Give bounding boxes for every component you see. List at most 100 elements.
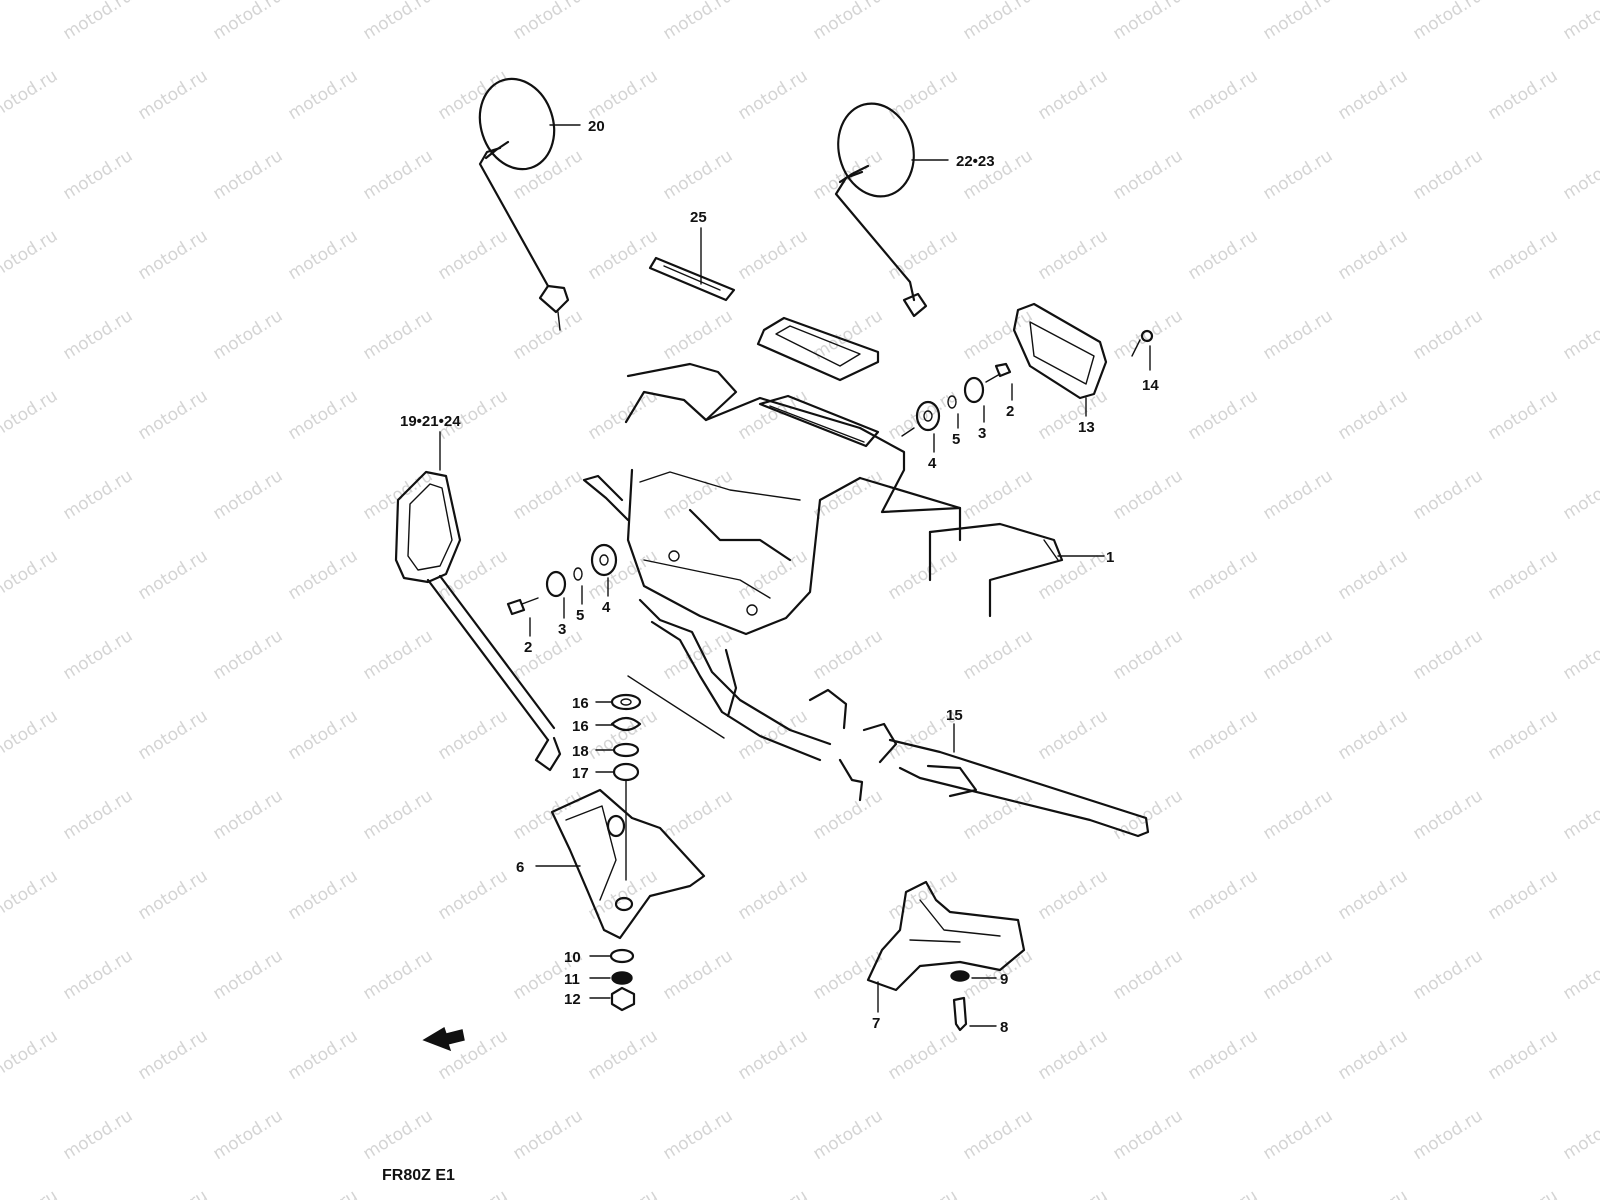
watermark-text: motod.ru	[1560, 146, 1600, 204]
bracket-6: 6	[516, 788, 706, 940]
watermark-text: motod.ru	[960, 466, 1037, 524]
callout-5-left: 5	[576, 607, 584, 624]
watermark-text: motod.ru	[285, 386, 362, 444]
watermark-text: motod.ru	[1560, 306, 1600, 364]
watermark-text: motod.ru	[735, 386, 812, 444]
callout-9: 9	[1000, 971, 1008, 988]
watermark-text: motod.ru	[735, 1186, 812, 1200]
watermark-text: motod.ru	[1110, 626, 1187, 684]
mirror-rectangular: 19•21•24	[394, 413, 562, 772]
watermark-text: motod.ru	[1485, 1026, 1562, 1084]
watermark-text: motod.ru	[0, 226, 61, 284]
callout-3-left: 3	[558, 621, 566, 638]
watermark-text: motod.ru	[210, 786, 287, 844]
callout-8: 8	[1000, 1019, 1008, 1036]
watermark-text: motod.ru	[1335, 866, 1412, 924]
watermark-text: motod.ru	[435, 706, 512, 764]
watermark-text: motod.ru	[360, 1106, 437, 1164]
watermark-text: motod.ru	[1485, 1186, 1562, 1200]
watermark-text: motod.ru	[135, 546, 212, 604]
watermark-text: motod.ru	[510, 1106, 587, 1164]
meter-glass	[756, 316, 880, 382]
watermark-text: motod.ru	[1560, 1106, 1600, 1164]
watermark-text: motod.ru	[0, 1186, 61, 1200]
watermark-text: motod.ru	[585, 546, 662, 604]
watermark-text: motod.ru	[660, 786, 737, 844]
watermark-text: motod.ru	[1410, 466, 1487, 524]
watermark-text: motod.ru	[60, 626, 137, 684]
watermark-text: motod.ru	[1185, 1186, 1262, 1200]
watermark-text: motod.ru	[885, 66, 962, 124]
watermark-text: motod.ru	[1035, 866, 1112, 924]
watermark-text: motod.ru	[1410, 1106, 1487, 1164]
watermark-text: motod.ru	[585, 226, 662, 284]
callout-6: 6	[516, 859, 524, 876]
watermark-text: motod.ru	[660, 1106, 737, 1164]
watermark-text: motod.ru	[210, 1106, 287, 1164]
watermark-text: motod.ru	[810, 0, 887, 44]
watermark-text: motod.ru	[1260, 1106, 1337, 1164]
watermark-text: motod.ru	[1185, 706, 1262, 764]
watermark-text: motod.ru	[660, 0, 737, 44]
watermark-text: motod.ru	[1260, 306, 1337, 364]
watermark-text: motod.ru	[0, 546, 61, 604]
watermark-text: motod.ru	[1335, 226, 1412, 284]
watermark-text: motod.ru	[0, 386, 61, 444]
watermark-text: motod.ru	[885, 1186, 962, 1200]
callout-13: 13	[1078, 419, 1095, 436]
watermark-text: motod.ru	[1485, 66, 1562, 124]
watermark-text: motod.ru	[0, 866, 61, 924]
watermark-text: motod.ru	[285, 866, 362, 924]
watermark-text: motod.ru	[510, 306, 587, 364]
watermark-text: motod.ru	[1560, 786, 1600, 844]
watermark-text: motod.ru	[1185, 866, 1262, 924]
watermark-text: motod.ru	[810, 1106, 887, 1164]
fasteners-7: 9 8	[950, 970, 1008, 1036]
watermark-text: motod.ru	[1035, 706, 1112, 764]
watermark-text: motod.ru	[1410, 786, 1487, 844]
watermark-text: motod.ru	[1110, 946, 1187, 1004]
watermark-text: motod.ru	[0, 1026, 61, 1084]
lamp-13: 13	[1012, 302, 1108, 436]
watermark-text: motod.ru	[585, 66, 662, 124]
watermark-text: motod.ru	[960, 786, 1037, 844]
callout-19-21-24: 19•21•24	[400, 413, 461, 430]
watermark-text: motod.ru	[60, 1106, 137, 1164]
callout-10: 10	[564, 949, 581, 966]
watermark-text: motod.ru	[735, 226, 812, 284]
watermark-text: motod.ru	[1335, 386, 1412, 444]
watermark-text: motod.ru	[810, 306, 887, 364]
watermark-text: motod.ru	[1260, 0, 1337, 44]
callout-18: 18	[572, 743, 589, 760]
watermark-text: motod.ru	[210, 626, 287, 684]
watermark-text: motod.ru	[1485, 386, 1562, 444]
watermark-text: motod.ru	[1185, 66, 1262, 124]
watermark-text: motod.ru	[1560, 466, 1600, 524]
watermark-text: motod.ru	[285, 706, 362, 764]
watermark-text: motod.ru	[285, 66, 362, 124]
watermark-text: motod.ru	[1485, 546, 1562, 604]
watermark-text: motod.ru	[510, 786, 587, 844]
watermark-text: motod.ru	[1335, 706, 1412, 764]
watermark-text: motod.ru	[1260, 146, 1337, 204]
watermark-text: motod.ru	[1260, 786, 1337, 844]
callout-20: 20	[588, 118, 605, 135]
watermark-text: motod.ru	[960, 1106, 1037, 1164]
watermark-text: motod.ru	[60, 306, 137, 364]
mirror-right: 22•23	[834, 102, 995, 318]
watermark-text: motod.ru	[660, 306, 737, 364]
watermark-text: motod.ru	[210, 466, 287, 524]
callout-15: 15	[946, 707, 963, 724]
watermark-text: motod.ru	[1485, 226, 1562, 284]
watermark-text: motod.ru	[1110, 306, 1187, 364]
callout-3-right: 3	[978, 425, 986, 442]
watermark-text: motod.ru	[1335, 1186, 1412, 1200]
watermark-text: motod.ru	[135, 66, 212, 124]
watermark-text: motod.ru	[1185, 546, 1262, 604]
watermark-text: motod.ru	[210, 0, 287, 44]
watermark-text: motod.ru	[810, 786, 887, 844]
watermark-text: motod.ru	[660, 466, 737, 524]
fasteners-left: 2 3 5 4	[506, 543, 618, 656]
watermark-text: motod.ru	[1035, 546, 1112, 604]
watermark-text: motod.ru	[60, 146, 137, 204]
